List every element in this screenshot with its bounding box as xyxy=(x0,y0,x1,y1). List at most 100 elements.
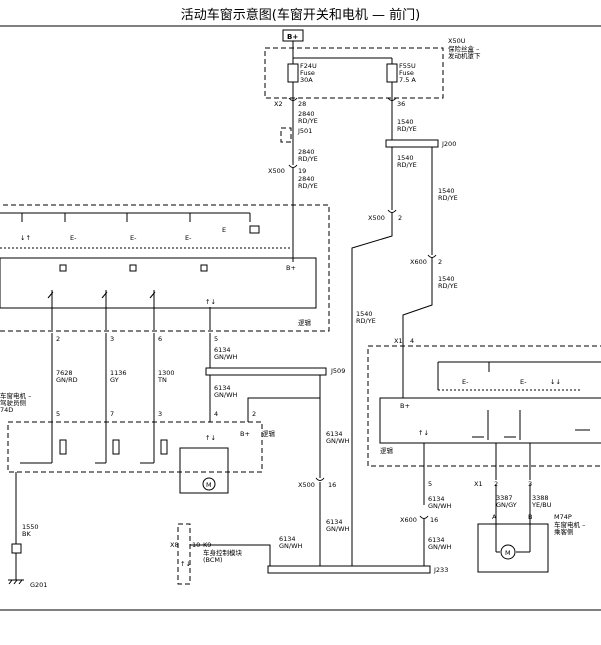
pin4-right-label: 4 xyxy=(410,337,414,345)
wire-3387: 3387 xyxy=(496,494,513,502)
svg-text:E-: E- xyxy=(130,234,137,242)
wire-1550: 1550 xyxy=(22,523,39,531)
pin16b-label: 16 xyxy=(430,516,438,524)
wire-rdye-c: RD/YE xyxy=(298,182,318,190)
wire-1540a: 1540 xyxy=(397,118,414,126)
svg-text:↑↓: ↑↓ xyxy=(205,298,216,306)
pin5-label: 5 xyxy=(214,335,218,343)
wire-rdye-g: RD/YE xyxy=(438,282,458,290)
p2-label: 2 xyxy=(252,410,256,418)
f24u-fuse: Fuse xyxy=(300,69,315,77)
pin19-label: 19 xyxy=(298,167,306,175)
pin2b-label: 2 xyxy=(438,258,442,266)
svg-text:E-: E- xyxy=(70,234,77,242)
pin2-label: 2 xyxy=(56,335,60,343)
svg-text:↑↓: ↑↓ xyxy=(205,434,216,442)
fuse-f55u xyxy=(386,63,398,83)
wire-3388: 3388 xyxy=(532,494,549,502)
f55u-fuse: Fuse xyxy=(399,69,414,77)
pin-a-label: A xyxy=(492,513,497,521)
bplus-motor-label: B+ xyxy=(240,430,250,438)
svg-text:E: E xyxy=(222,226,226,234)
x8-label: X8 xyxy=(170,541,179,549)
m74p-label: M74P xyxy=(554,513,572,521)
motor-m-label: M xyxy=(505,549,511,557)
f55u-amp: 7.5 A xyxy=(399,76,416,84)
x1-r2-label: X1 xyxy=(474,480,483,488)
wire-gnwh-e: GN/WH xyxy=(279,542,303,550)
motor-left-desc2: 驾驶员侧 xyxy=(0,398,26,407)
x500-a-label: X500 xyxy=(268,167,285,175)
wire-6134b: 6134 xyxy=(214,384,231,392)
wire-tn: TN xyxy=(157,376,167,384)
bcm-desc1: 车身控制模块 xyxy=(203,548,243,557)
wire-1136: 1136 xyxy=(110,369,127,377)
svg-text:M: M xyxy=(206,481,212,489)
j501-label: J501 xyxy=(297,127,312,135)
wire-yebu: YE/BU xyxy=(531,501,552,509)
wire-gnwh-c: GN/WH xyxy=(326,437,350,445)
f24u-amp: 30A xyxy=(300,76,313,84)
m74d-label: 74D xyxy=(0,406,13,414)
svg-text:E-: E- xyxy=(185,234,192,242)
x500-b-label: X500 xyxy=(368,214,385,222)
pin-b-label: B xyxy=(528,513,532,521)
pin3-label: 3 xyxy=(110,335,114,343)
x50u-label: X50U xyxy=(448,37,466,45)
motor-symbol-right xyxy=(500,544,516,560)
wire-rdye-b: RD/YE xyxy=(298,155,318,163)
x600-a-label: X600 xyxy=(410,258,427,266)
j233-label: J233 xyxy=(433,566,448,574)
m74p-desc1: 车窗电机 – xyxy=(554,520,585,529)
pin5-right-label: 5 xyxy=(428,480,432,488)
right-switch-contacts: E- E- ↓↓ xyxy=(437,362,580,391)
fuse-f24u xyxy=(287,63,299,83)
right-module-internals xyxy=(472,410,590,440)
j509-label: J509 xyxy=(330,367,345,375)
p4-label: 4 xyxy=(214,410,218,418)
wire-1540d: 1540 xyxy=(438,275,455,283)
wire-gnwh-f: GN/WH xyxy=(428,502,452,510)
wire-gy: GY xyxy=(110,376,119,384)
wire-6134e: 6134 xyxy=(279,535,296,543)
p7-label: 7 xyxy=(110,410,114,418)
x50u-desc2: 发动机罩下 xyxy=(448,51,481,60)
wire-gnwh-d: GN/WH xyxy=(326,525,350,533)
wire-rdye-d: RD/YE xyxy=(397,125,417,133)
svg-text:↑↓: ↑↓ xyxy=(180,560,191,568)
pin2a-label: 2 xyxy=(398,214,402,222)
switch-pins: ↑↓ xyxy=(47,290,216,330)
motor-left-desc1: 车窗电机 – xyxy=(0,391,31,400)
wire-gnwh-b: GN/WH xyxy=(214,391,238,399)
bcm-desc2: (BCM) xyxy=(203,556,223,564)
wire-gnwh-a: GN/WH xyxy=(214,353,238,361)
svg-text:↓↑: ↓↑ xyxy=(20,234,31,242)
passenger-window-motor xyxy=(477,523,549,573)
wire-rdye-h: RD/YE xyxy=(356,317,376,325)
bcm-module xyxy=(177,523,191,585)
wire-1540c: 1540 xyxy=(438,187,455,195)
wire-2840a: 2840 xyxy=(298,110,315,118)
f24u-label: F24U xyxy=(300,62,317,70)
bplus-top-label: B+ xyxy=(287,33,298,41)
splice-j200 xyxy=(385,139,439,148)
wire-rdye-e: RD/YE xyxy=(397,161,417,169)
svg-text:E-: E- xyxy=(520,378,527,386)
wire-rdye-a: RD/YE xyxy=(298,117,318,125)
svg-text:↓↓: ↓↓ xyxy=(550,378,561,386)
wire-7628: 7628 xyxy=(56,369,73,377)
switch-contacts-top: ↓↑ E- E- E- E xyxy=(0,213,290,249)
pin16a-label: 16 xyxy=(328,481,336,489)
p5-label: 5 xyxy=(56,410,60,418)
bplus-left-label: B+ xyxy=(286,264,296,272)
wire-6134f: 6134 xyxy=(428,495,445,503)
wire-6134d: 6134 xyxy=(326,518,343,526)
j200-label: J200 xyxy=(441,140,456,148)
page-title: 活动车窗示意图(车窗开关和电机 — 前门) xyxy=(180,8,421,23)
logic-motor-label: 逻辑 xyxy=(262,429,276,438)
x2-label: X2 xyxy=(274,100,283,108)
bplus-right-label: B+ xyxy=(400,402,410,410)
wire-6134a: 6134 xyxy=(214,346,231,354)
svg-text:↑↓: ↑↓ xyxy=(418,429,429,437)
